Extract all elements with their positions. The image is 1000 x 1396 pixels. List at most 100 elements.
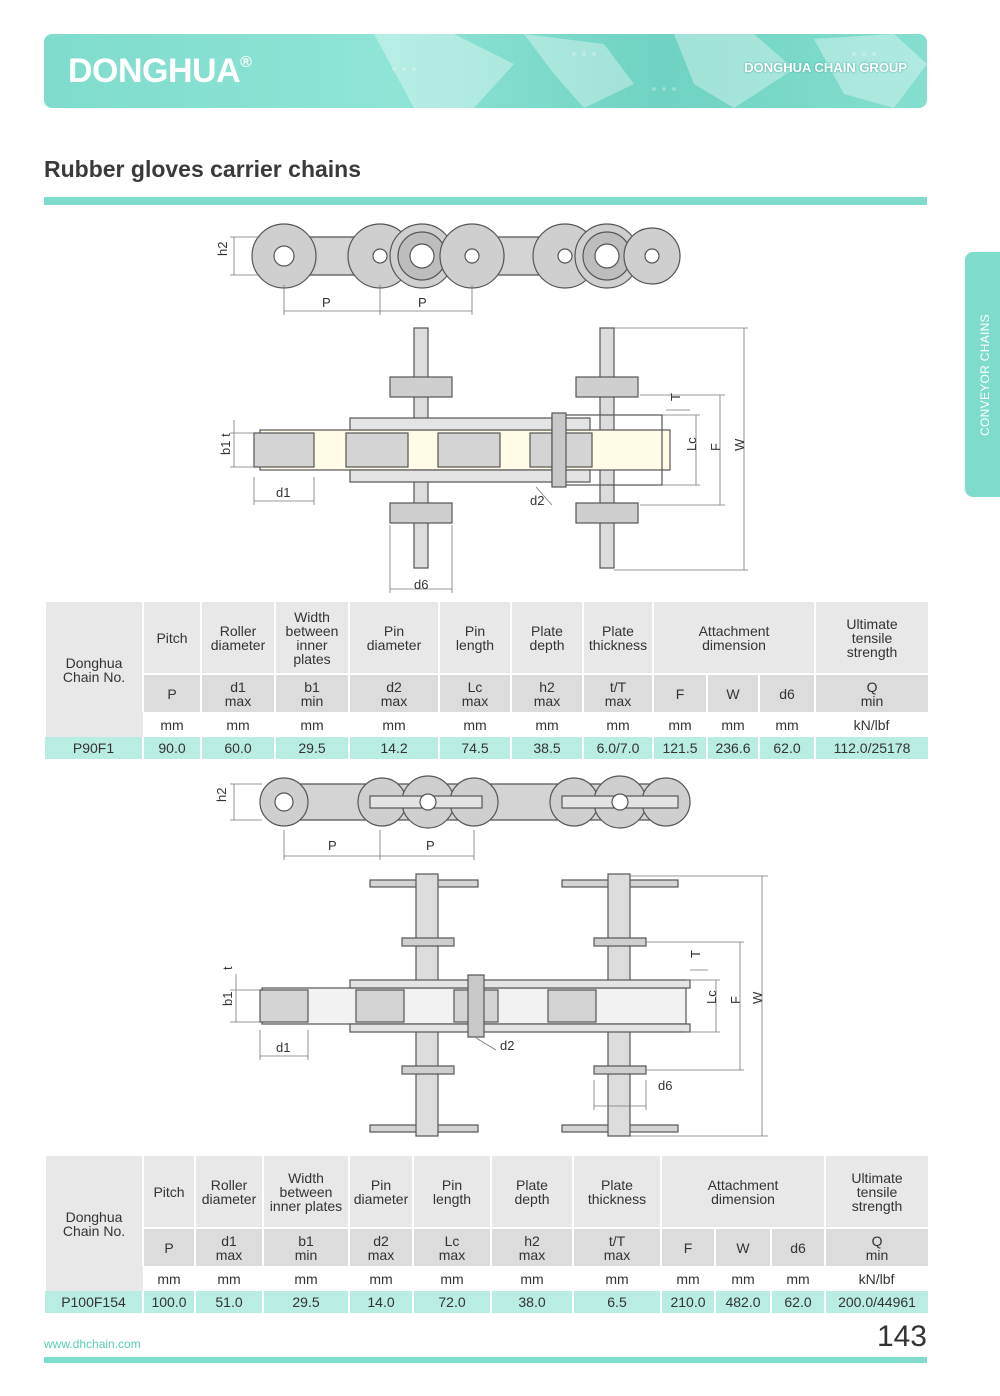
unit-q: kN/lbf (815, 712, 929, 737)
header-banner: DONGHUA® DONGHUA CHAIN GROUP (44, 34, 927, 108)
label-t: t (218, 433, 233, 437)
cell-q: 112.0/25178 (814, 737, 929, 759)
side-view (251, 223, 681, 289)
unit-w: mm (707, 712, 759, 737)
unit-f: mm (661, 1266, 715, 1291)
cell-tt: 6.5 (572, 1291, 661, 1313)
sym-w: W (706, 673, 759, 712)
sym-p: P (142, 1227, 195, 1266)
cell-chain-no: P100F154 (45, 1291, 143, 1313)
cell-q: 200.0/44961 (824, 1291, 929, 1313)
unit-d6: mm (771, 1266, 826, 1291)
page-title: Rubber gloves carrier chains (44, 156, 362, 182)
table-row: P90F1 90.0 60.0 29.5 14.2 74.5 38.5 6.0/… (45, 737, 929, 759)
label-lc: Lc (704, 990, 719, 1004)
label-d1: d1 (276, 1040, 290, 1055)
label-w: W (732, 438, 747, 451)
table-row: P100F154 100.0 51.0 29.5 14.0 72.0 38.0 … (45, 1291, 929, 1313)
cell-chain-no: P90F1 (45, 737, 143, 759)
cell-d6: 62.0 (757, 737, 816, 759)
sym-d6: d6 (769, 1227, 826, 1266)
group-name: DONGHUA CHAIN GROUP (744, 60, 907, 75)
sym-w: W (714, 1227, 771, 1266)
side-tab-label: CONVEYOR CHAINS (978, 313, 992, 436)
header-chain-no-line1: Donghua (65, 1208, 123, 1225)
cell-pitch: 90.0 (142, 737, 201, 759)
sym-p: P (142, 673, 201, 712)
unit-lc: mm (413, 1266, 491, 1291)
unit-d6: mm (759, 712, 816, 737)
label-b1-t: b1 t (218, 433, 233, 455)
cell-d2: 14.0 (348, 1291, 413, 1313)
cell-d6: 62.0 (769, 1291, 826, 1313)
sym-d6: d6 (757, 673, 816, 712)
label-big-t: T (688, 950, 703, 958)
unit-tt: mm (573, 1266, 661, 1291)
unit-d2: mm (349, 712, 439, 737)
registered-mark: ® (240, 54, 252, 71)
side-view (259, 775, 691, 829)
label-t: t (220, 966, 235, 970)
header-pitch: Pitch (142, 602, 201, 674)
side-tab[interactable]: CONVEYOR CHAINS (965, 252, 1000, 497)
chain-drawing-p100f154: h2 P P (200, 770, 780, 1140)
cell-w: 236.6 (706, 737, 759, 759)
cell-d2: 14.2 (348, 737, 439, 759)
sym-f: F (652, 673, 707, 712)
top-view (259, 873, 691, 1137)
label-b1: b1 (218, 441, 233, 455)
label-h2: h2 (214, 788, 229, 802)
footer-url-link[interactable]: www.dhchain.com (44, 1337, 141, 1351)
unit-d2: mm (349, 1266, 413, 1291)
cell-tt: 6.0/7.0 (582, 737, 653, 759)
label-d1: d1 (276, 485, 290, 500)
chain-drawing-p90f1: h2 P P (200, 215, 780, 595)
label-pitch-2: P (418, 295, 427, 310)
top-view (253, 327, 671, 569)
page-number: 143 (876, 1320, 927, 1353)
unit-tt: mm (583, 712, 653, 737)
sym-f: F (660, 1227, 715, 1266)
label-lc: Lc (684, 437, 699, 451)
header-pitch: Pitch (142, 1156, 195, 1228)
unit-p: mm (143, 1266, 195, 1291)
cell-b1: 29.5 (274, 737, 349, 759)
header-chain-no: Donghua Chain No. (44, 1156, 143, 1291)
header-chain-no-line2: Chain No. (62, 668, 126, 685)
unit-p: mm (143, 712, 201, 737)
unit-h2: mm (491, 1266, 573, 1291)
unit-lc: mm (439, 712, 511, 737)
cell-f: 210.0 (660, 1291, 715, 1313)
unit-d1: mm (195, 1266, 263, 1291)
label-h2: h2 (215, 242, 230, 256)
unit-w: mm (715, 1266, 771, 1291)
header-chain-no: Donghua Chain No. (44, 602, 143, 737)
cell-d1: 60.0 (200, 737, 275, 759)
cell-w: 482.0 (714, 1291, 771, 1313)
cell-f: 121.5 (652, 737, 707, 759)
cell-h2: 38.5 (510, 737, 583, 759)
label-b1: b1 (220, 992, 235, 1006)
